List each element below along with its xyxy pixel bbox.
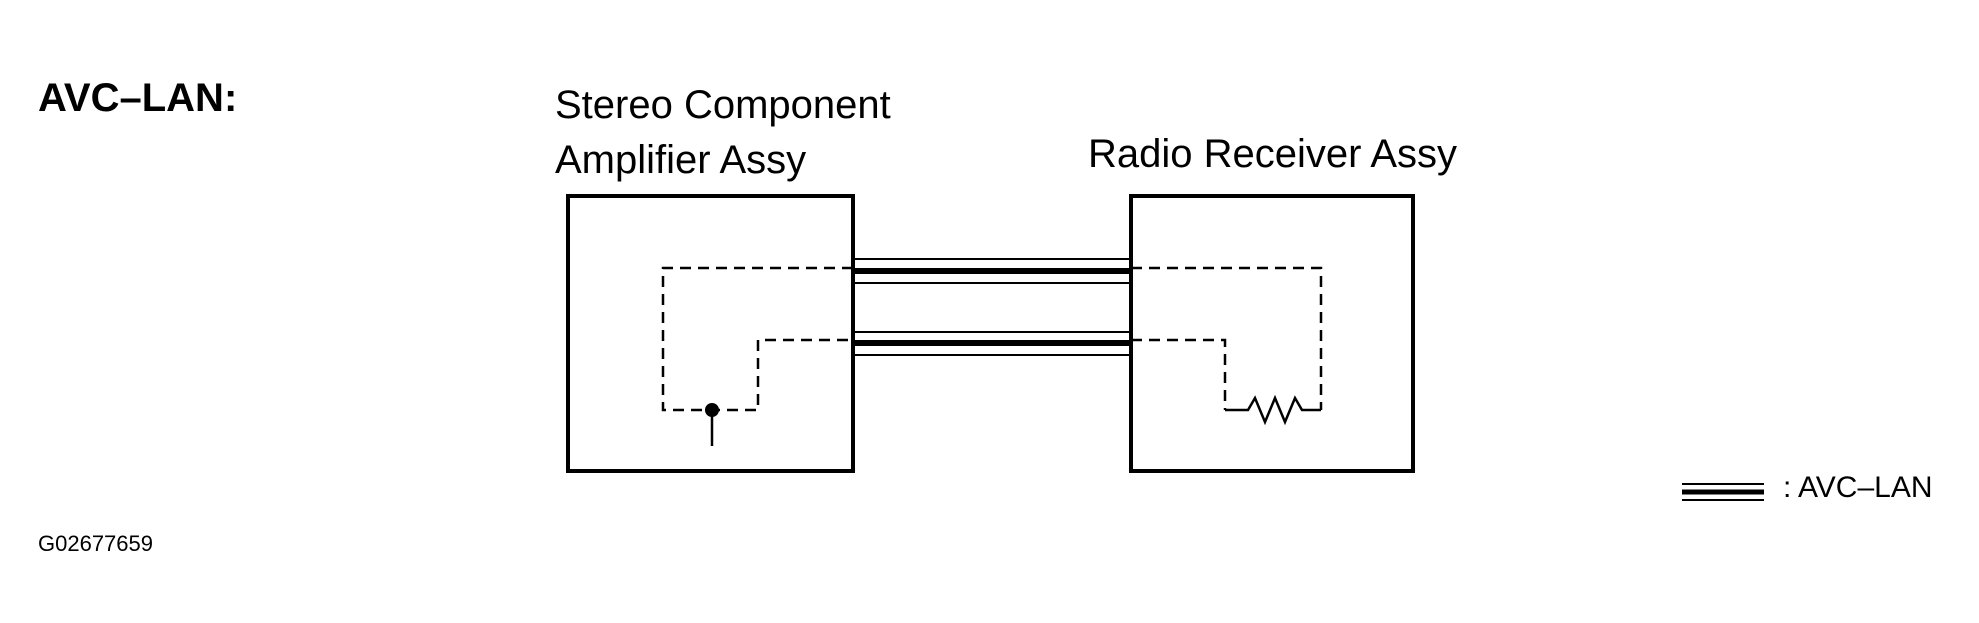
amplifier-internal-wiring-upper [661, 266, 853, 412]
diagram-title: AVC–LAN: [38, 76, 238, 120]
receiver-internal-wiring-upper [1131, 266, 1323, 410]
legend-label: : AVC–LAN [1783, 471, 1933, 504]
terminating-resistor [1225, 394, 1321, 426]
radio-receiver-label: Radio Receiver Assy [1088, 132, 1458, 176]
stereo-amplifier-label-line1: Stereo Component [555, 83, 891, 127]
stereo-amplifier-box [566, 194, 855, 473]
avc-lan-bus-lower [853, 331, 1131, 356]
avc-lan-bus-upper [853, 258, 1131, 284]
legend-avc-lan-symbol [1682, 483, 1764, 501]
radio-receiver-box [1129, 194, 1415, 473]
receiver-internal-wiring-lower [1131, 338, 1227, 410]
figure-code: G02677659 [38, 531, 153, 556]
stereo-amplifier-label-line2: Amplifier Assy [555, 138, 807, 182]
